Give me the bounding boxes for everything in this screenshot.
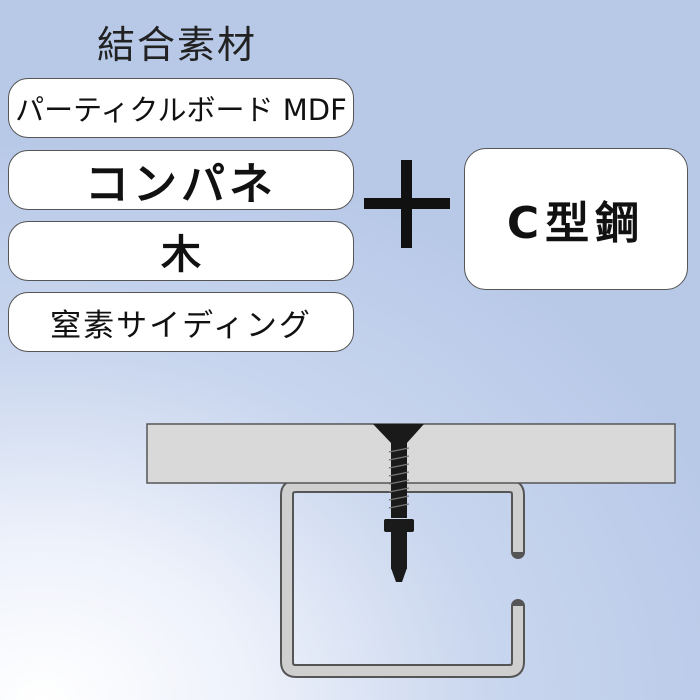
screw-head [373, 424, 424, 444]
c-channel-fill [282, 481, 523, 676]
material-siding: 窒素サイディング [8, 292, 354, 352]
screw-threads [388, 447, 410, 509]
screw-lower-shank [391, 531, 407, 569]
material-plywood-konpane: コンパネ [8, 150, 354, 210]
screw-tip [391, 568, 407, 582]
materials-title: 結合素材 [96, 23, 257, 67]
c-channel-steel-box: C型鋼 [464, 148, 688, 290]
material-particleboard-mdf: パーティクルボード MDF [8, 78, 354, 138]
screw-icon [373, 424, 424, 582]
screw-wing [384, 519, 414, 532]
plus-icon [364, 160, 450, 248]
plus-vertical-bar [401, 160, 412, 248]
material-wood: 木 [8, 221, 354, 281]
